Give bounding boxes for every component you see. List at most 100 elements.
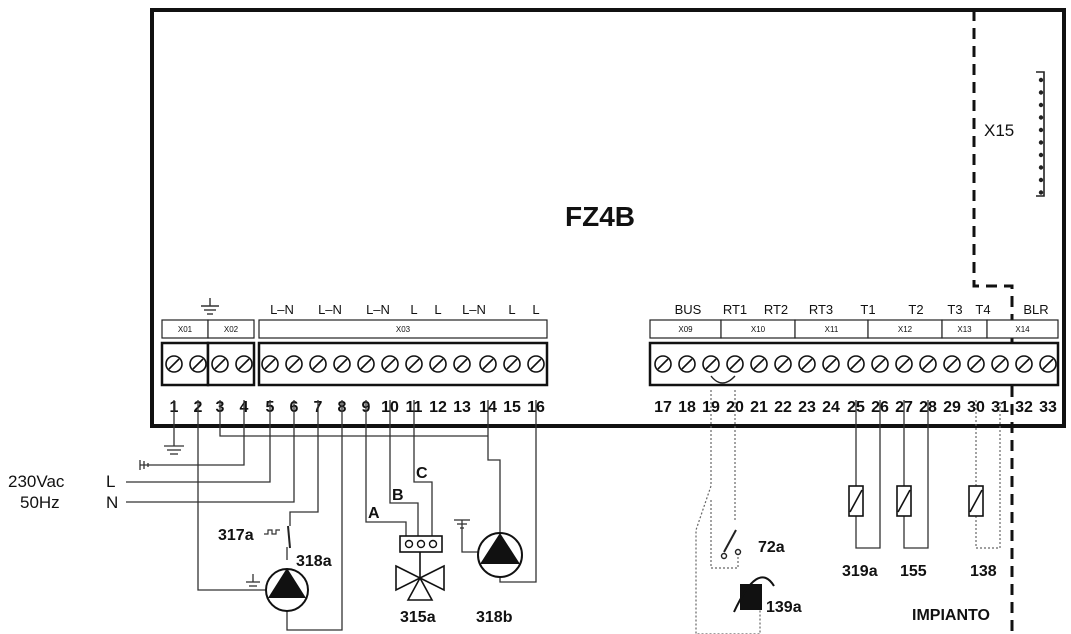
remote-control-icon [733, 576, 775, 613]
label-318a: 318a [296, 553, 332, 570]
connector-label: X01 [178, 325, 193, 334]
sensor-155-icon [896, 485, 912, 517]
terminal-number: 18 [678, 399, 696, 416]
label-318b: 318b [476, 609, 513, 626]
group-label: L–N [318, 302, 342, 317]
supply-line-L: L [106, 472, 115, 491]
terminal-number: 33 [1039, 399, 1057, 416]
external-wiring [126, 400, 929, 631]
ground-symbol-board [201, 298, 219, 315]
valve-port-a: A [368, 505, 380, 522]
x15-pins [1038, 77, 1044, 195]
connector-label: X13 [957, 325, 972, 334]
terminal-number: 13 [453, 399, 471, 416]
supply-neutral-N: N [106, 493, 118, 512]
terminal-screw [453, 355, 471, 373]
terminal-screw [871, 355, 889, 373]
terminal-screw [1039, 355, 1057, 373]
group-label: RT1 [723, 302, 747, 317]
x15-pin [1038, 77, 1044, 83]
impianto-label: IMPIANTO [912, 607, 990, 624]
valve-315a-icon [395, 535, 445, 601]
supply-voltage: 230Vac [8, 472, 65, 491]
group-label: L [434, 302, 441, 317]
terminal-screw [726, 355, 744, 373]
terminal-screw [309, 355, 327, 373]
terminal-number: 12 [429, 399, 447, 416]
dotted-wiring [695, 390, 1001, 634]
sensor-138-icon [968, 485, 984, 517]
terminal-screw [479, 355, 497, 373]
x15-pin [1038, 102, 1044, 108]
terminal-screw [333, 355, 351, 373]
pump-318a-icon [246, 568, 309, 612]
connector-box [986, 319, 1059, 339]
group-label: T4 [975, 302, 990, 317]
terminal-screw [847, 355, 865, 373]
terminal-screw [702, 355, 720, 373]
terminal-screw [654, 355, 672, 373]
group-label: RT2 [764, 302, 788, 317]
terminal-screw [967, 355, 985, 373]
terminal-screw [165, 355, 183, 373]
x15-pin [1038, 90, 1044, 95]
label-315a: 315a [400, 609, 436, 626]
group-label: T3 [947, 302, 962, 317]
terminal-screw [895, 355, 913, 373]
x15-pin [1038, 152, 1044, 158]
terminal-screw [527, 355, 545, 373]
label-317a: 317a [218, 527, 254, 544]
terminal-screw [678, 355, 696, 373]
terminal-screw [750, 355, 768, 373]
impianto-boundary [972, 10, 1014, 634]
switch-317a-icon [264, 525, 291, 549]
jumper-19-20 [710, 375, 736, 384]
x15-pin [1038, 140, 1044, 145]
connector-label: X12 [898, 325, 913, 334]
x15-pin [1038, 190, 1044, 195]
group-label: L [508, 302, 515, 317]
terminal-screw [285, 355, 303, 373]
group-label: BLR [1023, 302, 1048, 317]
board-outline [150, 8, 1066, 428]
sensor-319a-icon [848, 485, 864, 517]
board-title: FZ4B [565, 201, 635, 232]
connector-label: X14 [1015, 325, 1030, 334]
pump-318b-icon [477, 532, 523, 578]
group-label: L [532, 302, 539, 317]
terminal-screw [991, 355, 1009, 373]
terminal-number: 22 [774, 399, 792, 416]
terminal-screw [189, 355, 207, 373]
connector-label: X11 [825, 325, 839, 334]
group-label: T1 [860, 302, 875, 317]
label-72a: 72a [758, 539, 785, 556]
terminal-number: 30 [967, 399, 985, 416]
x15-pin [1038, 127, 1044, 133]
terminal-screw [798, 355, 816, 373]
x15-bracket [1036, 71, 1045, 197]
terminal-screw [381, 355, 399, 373]
terminal-screw [943, 355, 961, 373]
connector-label: X10 [751, 325, 766, 334]
terminal-screw [503, 355, 521, 373]
terminal-screw [1015, 355, 1033, 373]
terminal-screw [822, 355, 840, 373]
terminal-screw [235, 355, 253, 373]
group-label: RT3 [809, 302, 833, 317]
connector-label: X03 [396, 325, 411, 334]
terminal-number: 15 [503, 399, 521, 416]
label-139a: 139a [766, 599, 802, 616]
terminal-number: 23 [798, 399, 816, 416]
connector-label: X02 [224, 325, 239, 334]
group-label: T2 [908, 302, 923, 317]
x15-label: X15 [984, 121, 1014, 140]
group-label: L–N [366, 302, 390, 317]
group-label: L–N [270, 302, 294, 317]
thermostat-switch-icon [720, 529, 742, 560]
x15-pin [1038, 115, 1044, 120]
terminal-number: 17 [654, 399, 672, 416]
terminal-number: 32 [1015, 399, 1033, 416]
